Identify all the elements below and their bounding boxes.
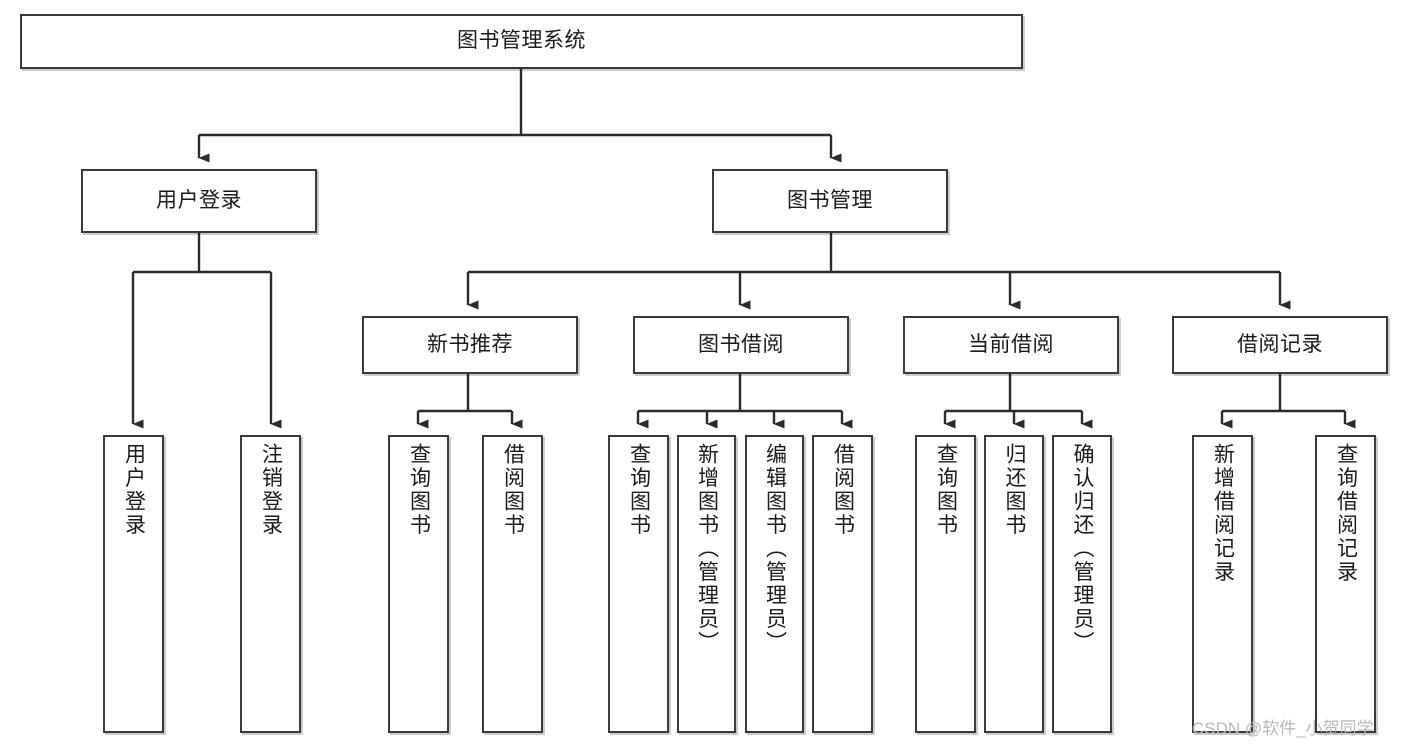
node-leaf-borrow-book-2-label: 借阅图书 — [831, 443, 855, 537]
node-leaf-confirm-return[interactable]: 确认归还（管理员） — [1052, 435, 1112, 733]
node-leaf-user-login[interactable]: 用户登录 — [103, 435, 164, 733]
node-current-borrow[interactable]: 当前借阅 — [903, 316, 1119, 374]
node-borrow-record[interactable]: 借阅记录 — [1172, 316, 1388, 374]
node-book-manage-label: 图书管理 — [787, 188, 873, 212]
node-leaf-confirm-return-label: 确认归还（管理员） — [1071, 443, 1095, 655]
node-leaf-borrow-book-2[interactable]: 借阅图书 — [812, 435, 873, 733]
node-leaf-edit-book-label: 编辑图书（管理员） — [763, 443, 787, 655]
node-leaf-add-book[interactable]: 新增图书（管理员） — [677, 435, 736, 733]
node-user-login[interactable]: 用户登录 — [81, 169, 317, 233]
node-leaf-query-book-2[interactable]: 查询图书 — [608, 435, 669, 733]
node-user-login-label: 用户登录 — [156, 188, 242, 212]
node-root[interactable]: 图书管理系统 — [20, 14, 1023, 69]
node-new-book-recommend-label: 新书推荐 — [427, 332, 513, 356]
node-leaf-add-book-label: 新增图书（管理员） — [695, 443, 719, 655]
node-leaf-query-book-1-label: 查询图书 — [407, 443, 431, 537]
node-leaf-user-logout[interactable]: 注销登录 — [240, 435, 301, 733]
node-leaf-query-book-3[interactable]: 查询图书 — [915, 435, 976, 733]
node-leaf-user-login-label: 用户登录 — [122, 443, 146, 537]
node-leaf-query-record[interactable]: 查询借阅记录 — [1315, 435, 1376, 733]
node-borrow-record-label: 借阅记录 — [1237, 332, 1323, 356]
node-leaf-return-book[interactable]: 归还图书 — [984, 435, 1044, 733]
node-leaf-query-book-1[interactable]: 查询图书 — [388, 435, 449, 733]
node-leaf-query-record-label: 查询借阅记录 — [1334, 443, 1358, 584]
node-book-borrow-label: 图书借阅 — [698, 332, 784, 356]
node-leaf-borrow-book-1-label: 借阅图书 — [501, 443, 525, 537]
node-leaf-query-book-2-label: 查询图书 — [627, 443, 651, 537]
node-leaf-add-record[interactable]: 新增借阅记录 — [1192, 435, 1253, 733]
node-root-label: 图书管理系统 — [457, 29, 586, 53]
node-leaf-add-record-label: 新增借阅记录 — [1211, 443, 1235, 584]
node-leaf-user-logout-label: 注销登录 — [259, 443, 283, 537]
node-leaf-edit-book[interactable]: 编辑图书（管理员） — [745, 435, 804, 733]
node-leaf-return-book-label: 归还图书 — [1003, 443, 1027, 537]
node-leaf-borrow-book-1[interactable]: 借阅图书 — [482, 435, 543, 733]
node-book-borrow[interactable]: 图书借阅 — [633, 316, 849, 374]
node-new-book-recommend[interactable]: 新书推荐 — [362, 316, 578, 374]
node-leaf-query-book-3-label: 查询图书 — [934, 443, 958, 537]
node-book-manage[interactable]: 图书管理 — [712, 169, 948, 233]
node-current-borrow-label: 当前借阅 — [968, 332, 1054, 356]
